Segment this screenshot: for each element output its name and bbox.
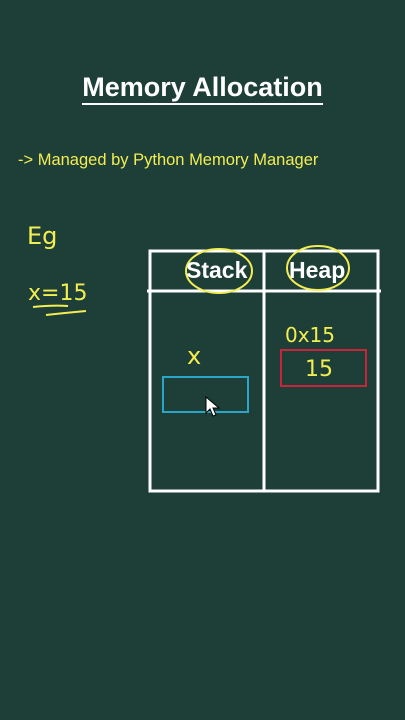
slide-title: Memory Allocation: [0, 72, 405, 105]
heap-value: 15: [305, 357, 333, 382]
stack-variable-name: x: [187, 342, 202, 370]
stack-circle: [185, 248, 253, 294]
stack-label: Stack: [186, 257, 248, 283]
slide-subtitle: -> Managed by Python Memory Manager: [18, 151, 319, 169]
mouse-cursor-icon: [205, 396, 221, 417]
heap-label: Heap: [289, 257, 346, 283]
heap-circle: [286, 245, 350, 291]
assignment-underline: [32, 304, 69, 308]
assignment-underline-2: [45, 310, 87, 316]
slide-title-text: Memory Allocation: [82, 72, 323, 105]
example-mark: Eg: [27, 222, 58, 250]
assignment-note: x=15: [28, 281, 88, 306]
heap-address: 0x15: [285, 323, 336, 347]
heap-object-box: [280, 349, 367, 387]
